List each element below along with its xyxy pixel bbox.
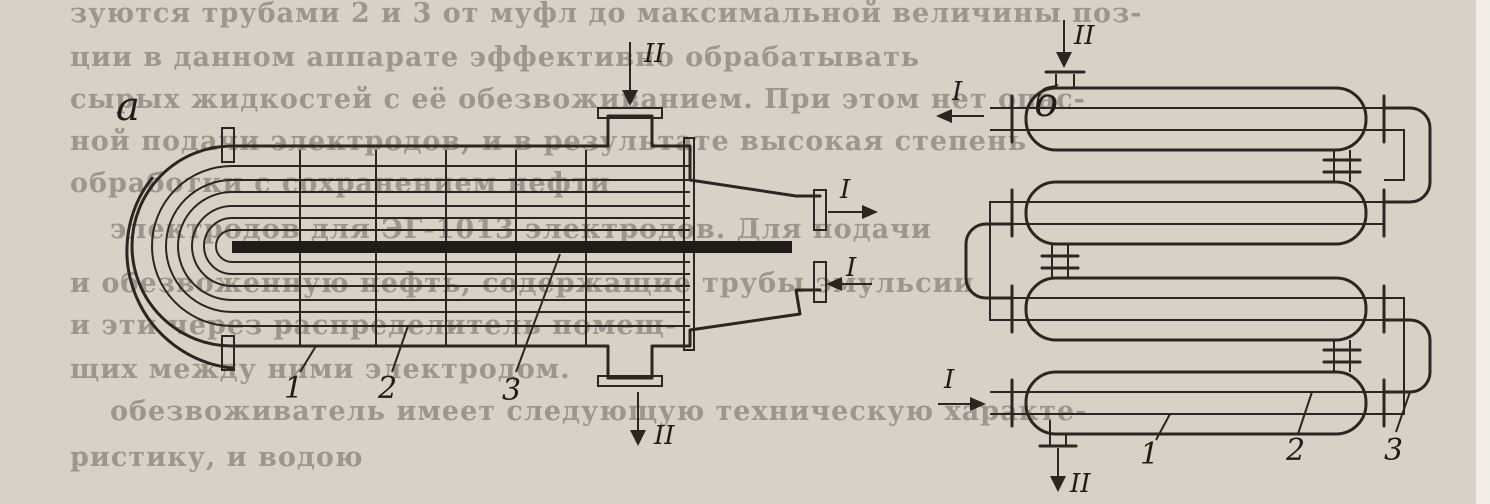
- panel-a-callout-3: 3: [502, 373, 521, 408]
- background-text-line: зуются трубами 2 и 3 от муфл до максимал…: [70, 0, 1143, 29]
- background-text-line: сырых жидкостей с её обезвоживанием. При…: [70, 84, 1086, 115]
- panel-b-nozzles: [1038, 70, 1086, 448]
- panel-a-outlet-flange: [813, 189, 827, 231]
- background-text-line: щих между ними электродом.: [70, 354, 571, 385]
- panel-a-flow-label-out: I: [839, 175, 851, 205]
- panel-b-return-bends: [964, 106, 1432, 415]
- panel-b-flow-arrows: II I I II: [936, 20, 1095, 499]
- panel-a-top-nozzle-flange: [597, 107, 663, 119]
- background-text-line: обезвоживатель имеет следующую техническ…: [110, 396, 1087, 427]
- panel-a-callout-2: 2: [377, 371, 397, 406]
- panel-a-u-tube-exchanger: а: [116, 39, 878, 451]
- panel-b-shell-2: [1024, 180, 1368, 246]
- panel-b-flow-label-top: II: [1073, 21, 1095, 51]
- panel-b-flow-label-out: I: [951, 77, 963, 107]
- page-edge: [1476, 0, 1490, 504]
- panel-b-shell-4: [1024, 370, 1368, 436]
- panel-b-shell-3: [1024, 276, 1368, 342]
- panel-a-callouts: 1 2 3: [284, 253, 561, 408]
- panel-b-coil-exchanger: б: [936, 20, 1432, 499]
- panel-b-callouts: 1 2 3: [1140, 391, 1411, 472]
- panel-a-flow-arrows: II I I II: [622, 39, 878, 451]
- background-text-line: ной подачи электродов, и в результате вы…: [70, 126, 1027, 157]
- panel-b-callout-2: 2: [1285, 433, 1305, 468]
- panel-a-flow-label-in: I: [845, 253, 857, 283]
- panel-a-flange-bottom-left: [221, 335, 235, 371]
- background-text-line: ции в данном аппарате эффективно обрабат…: [70, 42, 920, 73]
- panel-b-inner-tubes: [1010, 107, 1384, 415]
- panel-b-callout-3: 3: [1384, 433, 1403, 468]
- panel-b-shell-1: [1024, 86, 1368, 152]
- background-text-line: ристику, и водою: [70, 442, 364, 473]
- panel-b-end-flanges: [1010, 94, 1386, 428]
- panel-a-flow-label-top: II: [643, 39, 665, 69]
- panel-a-flange-top-left: [221, 127, 235, 163]
- background-text: зуются трубами 2 и 3 от муфл до максимал…: [70, 0, 1143, 473]
- panel-b-shells: [1024, 86, 1368, 436]
- panel-a-letter: а: [116, 84, 140, 130]
- panel-b-flow-label-bottom: II: [1069, 469, 1091, 499]
- panel-b-flow-label-in: I: [943, 365, 955, 395]
- panel-a-shell: [130, 114, 822, 380]
- panel-a-u-bend-cover: [125, 176, 234, 370]
- panel-a-flow-label-bottom: II: [653, 421, 675, 451]
- panel-b-shell-connectors: [1040, 150, 1362, 372]
- background-text-line: обработки с сохранением нефти: [70, 168, 611, 199]
- panel-a-heating-rod: [232, 241, 792, 253]
- panel-a-inlet-flange: [813, 261, 827, 303]
- panel-a-bottom-nozzle-flange: [597, 375, 663, 387]
- panel-a-callout-1: 1: [284, 371, 303, 406]
- panel-b-callout-1: 1: [1140, 437, 1159, 472]
- panel-a-tube-bundle: [151, 165, 690, 327]
